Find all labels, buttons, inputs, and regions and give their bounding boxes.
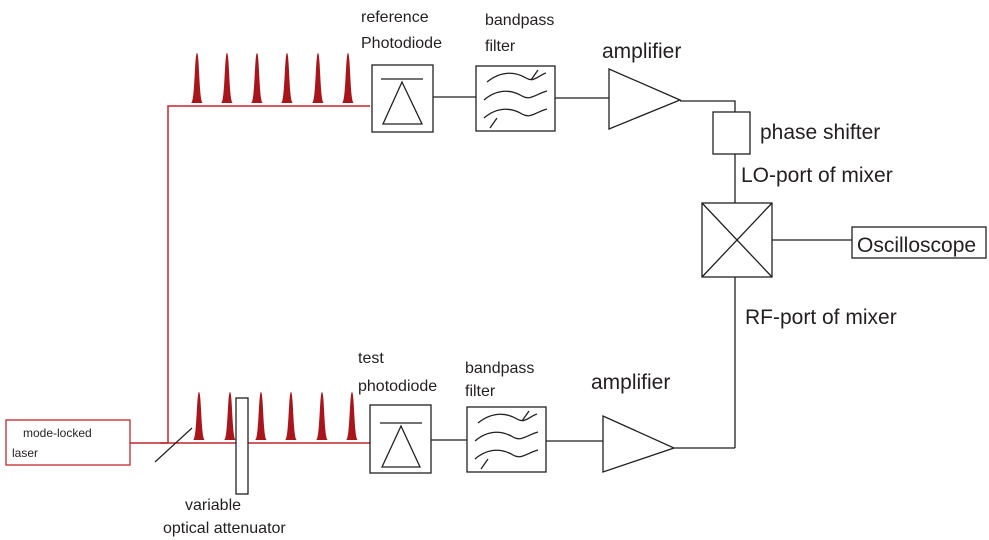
laser-label-line1: mode-locked xyxy=(23,426,92,440)
ref-photodiode-label-line1: reference xyxy=(361,9,429,26)
oscilloscope-label: Oscilloscope xyxy=(857,234,976,257)
laser-box xyxy=(5,419,131,466)
bottom-filter-label-line1: bandpass xyxy=(465,360,534,377)
rf-port-label: RF-port of mixer xyxy=(745,306,897,329)
beam-top-branch xyxy=(160,105,370,444)
pulse-icon xyxy=(312,53,324,103)
top-filter-label-line2: filter xyxy=(485,38,516,55)
lo-port-label: LO-port of mixer xyxy=(741,164,893,187)
pulse-icon xyxy=(316,392,328,440)
pulse-icon xyxy=(346,392,358,440)
mixer-cross-icon xyxy=(701,202,773,278)
pulse-icon xyxy=(255,392,267,440)
photodiode-icon xyxy=(369,404,432,474)
top-filter-label-line1: bandpass xyxy=(485,12,554,29)
pulse-icon xyxy=(191,53,203,103)
attenuator-label-line1: variable xyxy=(185,497,241,514)
pulse-icon xyxy=(342,53,354,103)
pulse-icon xyxy=(221,53,233,103)
phase-shifter-label: phase shifter xyxy=(760,121,880,144)
mode-locked-laser: mode-locked laser xyxy=(5,419,131,466)
ref-photodiode-label-line2: Photodiode xyxy=(361,35,442,52)
attenuator-plate xyxy=(235,397,249,495)
reference-chain xyxy=(371,64,987,448)
pulse-train-bottom xyxy=(193,392,358,440)
phase-shifter-box xyxy=(712,111,751,155)
test-photodiode-label-line2: photodiode xyxy=(358,378,437,395)
pulse-icon xyxy=(224,392,236,440)
laser-label-line2: laser xyxy=(12,446,38,460)
bandpass-filter-icon xyxy=(466,406,547,473)
test-photodiode-label-line1: test xyxy=(358,350,384,367)
bandpass-filter-icon xyxy=(475,65,556,132)
pulse-icon xyxy=(285,392,297,440)
variable-optical-attenuator: variable optical attenuator xyxy=(163,397,286,537)
top-amplifier-label: amplifier xyxy=(602,40,681,63)
bottom-filter-label-line2: filter xyxy=(465,383,496,400)
oscilloscope-box xyxy=(851,226,987,259)
pulse-icon xyxy=(251,53,263,103)
pulse-icon xyxy=(281,53,293,103)
amplifier-triangle-icon xyxy=(608,68,682,130)
diagram-labels: reference Photodiode bandpass filter amp… xyxy=(358,9,976,400)
optical-beam-paths xyxy=(130,105,370,463)
bottom-amplifier-label: amplifier xyxy=(591,371,670,394)
photodiode-icon xyxy=(371,64,434,133)
test-chain xyxy=(369,404,735,474)
pulse-train-top xyxy=(191,53,354,103)
attenuator-label-line2: optical attenuator xyxy=(163,520,286,537)
pulse-icon xyxy=(193,392,205,440)
beam-splitter xyxy=(154,427,193,463)
amplifier-triangle-icon xyxy=(602,414,676,473)
